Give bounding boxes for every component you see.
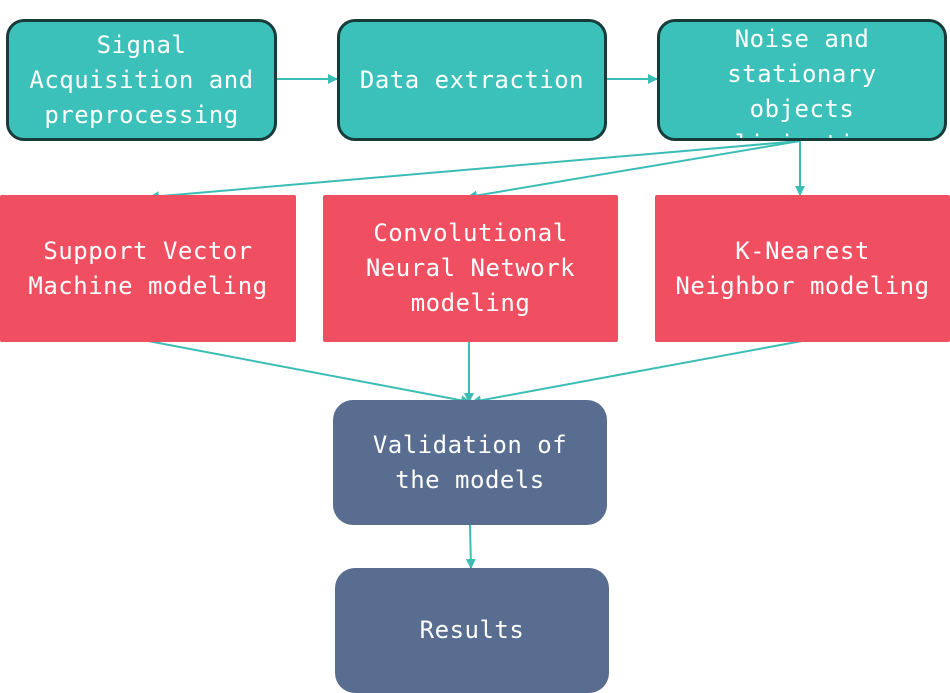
- node-knn-modeling: K-Nearest Neighbor modeling: [655, 195, 950, 342]
- node-data-extraction: Data extraction: [337, 19, 607, 141]
- arrow-validation-to-results: [465, 524, 476, 569]
- node-cnn-modeling: Convolutional Neural Network modeling: [323, 195, 618, 342]
- arrow-svm-to-validation: [147, 340, 471, 406]
- arrow-noise-to-cnn: [467, 140, 801, 201]
- node-results: Results: [335, 568, 609, 693]
- node-signal-acquisition: Signal Acquisition and preprocessing: [6, 19, 277, 141]
- node-svm-modeling: Support Vector Machine modeling: [0, 195, 296, 342]
- arrow-noise-to-svm: [149, 140, 801, 202]
- node-validation: Validation of the models: [333, 400, 607, 525]
- node-noise-elimination: Noise and stationary objects elimination: [657, 19, 947, 141]
- arrow-knn-to-validation: [471, 340, 803, 406]
